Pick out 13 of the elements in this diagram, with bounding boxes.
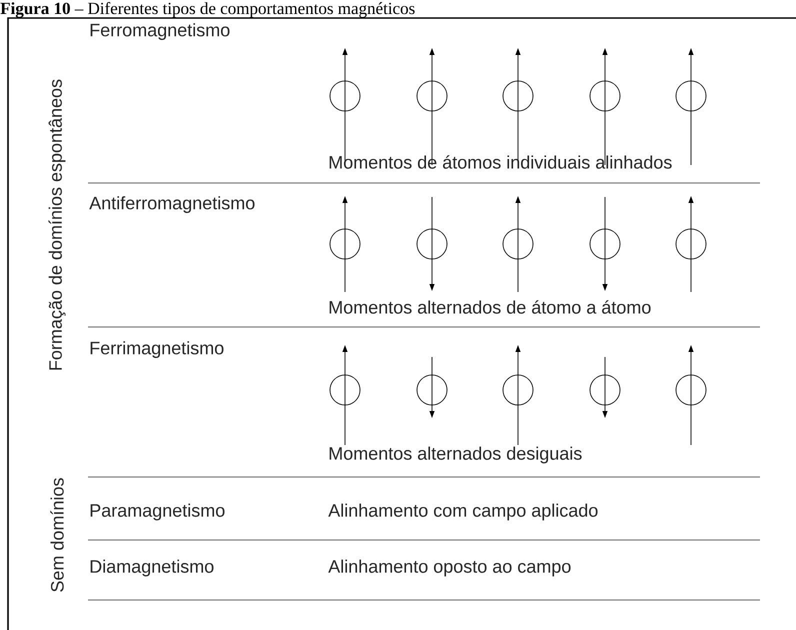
row-heading: Ferromagnetismo [90, 23, 230, 40]
row-heading: Antiferromagnetismo [89, 196, 254, 213]
row-caption: Momentos alternados desiguais [330, 446, 582, 464]
row-caption: Alinhamento com campo aplicado [328, 504, 598, 520]
figure-title: Figura 10 – Diferentes tipos de comportamentos magnéticos [0, 2, 415, 18]
row-heading: Diamagnetismo [90, 560, 214, 576]
side-label: Sem domínios [50, 478, 64, 592]
side-label: Formação de domínios espontâneos [48, 80, 66, 370]
row-heading: Ferrimagnetismo [90, 341, 224, 358]
row-caption: Momentos de átomos individuais alinhados [330, 155, 672, 169]
row-caption: Alinhamento oposto ao campo [328, 560, 571, 576]
row-heading: Paramagnetismo [90, 504, 224, 520]
row-caption: Momentos alternados de átomo a átomo [330, 300, 651, 314]
